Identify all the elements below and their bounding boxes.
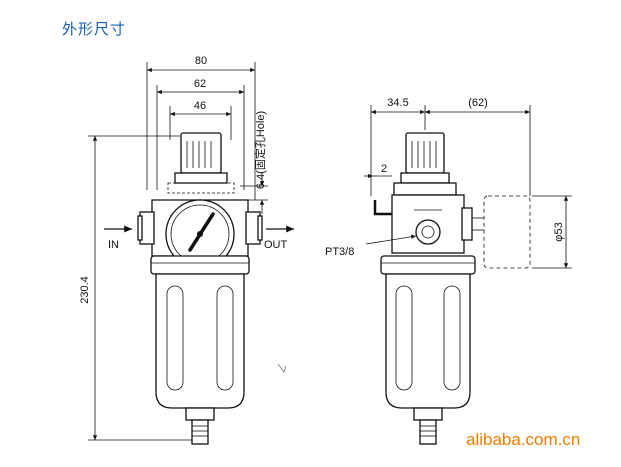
side-mount-nut (393, 182, 457, 196)
bowl-window-left (166, 285, 184, 391)
mounting-bracket (373, 200, 398, 216)
dim-80: 80 (195, 55, 207, 67)
drain-valve (191, 419, 209, 445)
knob-collar (174, 172, 228, 184)
bowl-collar (150, 255, 250, 275)
filter-bowl (155, 273, 245, 409)
port-leader (365, 234, 417, 245)
drain-nut (185, 407, 215, 421)
side-drain-valve (419, 419, 437, 445)
dim-46: 46 (194, 100, 206, 112)
watermark: alibaba.com.cn (466, 430, 580, 449)
gauge-stem (461, 207, 473, 241)
side-drain-nut (413, 407, 443, 421)
stray-mark (277, 363, 287, 374)
port-thread (415, 219, 441, 245)
bowl-window-right (216, 285, 234, 391)
dim-offset: 34.5 (387, 97, 408, 109)
mount-nut (167, 182, 235, 194)
dim-gauge-offset: (62) (468, 97, 488, 109)
inlet-label: IN (108, 239, 119, 251)
side-gauge-outline (483, 195, 531, 269)
outlet-label: OUT (264, 239, 288, 251)
dim-height: 230.4 (79, 276, 91, 304)
front-view: 80 62 46 230.4 6.4(固定孔Hole) (79, 55, 294, 445)
side-knob-collar (400, 172, 450, 184)
side-view: 34.5 (62) 2 φ53 (325, 97, 572, 445)
dim-bracket: 2 (381, 163, 387, 175)
page-title: 外形尺寸 (62, 20, 127, 38)
port-label: PT3/8 (325, 246, 354, 258)
side-bowl-window-left (395, 285, 413, 391)
dim-hole: 6.4(固定孔Hole) (253, 111, 267, 189)
dim-gauge-diameter: φ53 (553, 222, 565, 241)
side-bowl-collar (380, 255, 476, 275)
dim-62: 62 (194, 78, 206, 90)
side-bowl-window-right (443, 285, 461, 391)
side-filter-bowl (385, 273, 471, 409)
